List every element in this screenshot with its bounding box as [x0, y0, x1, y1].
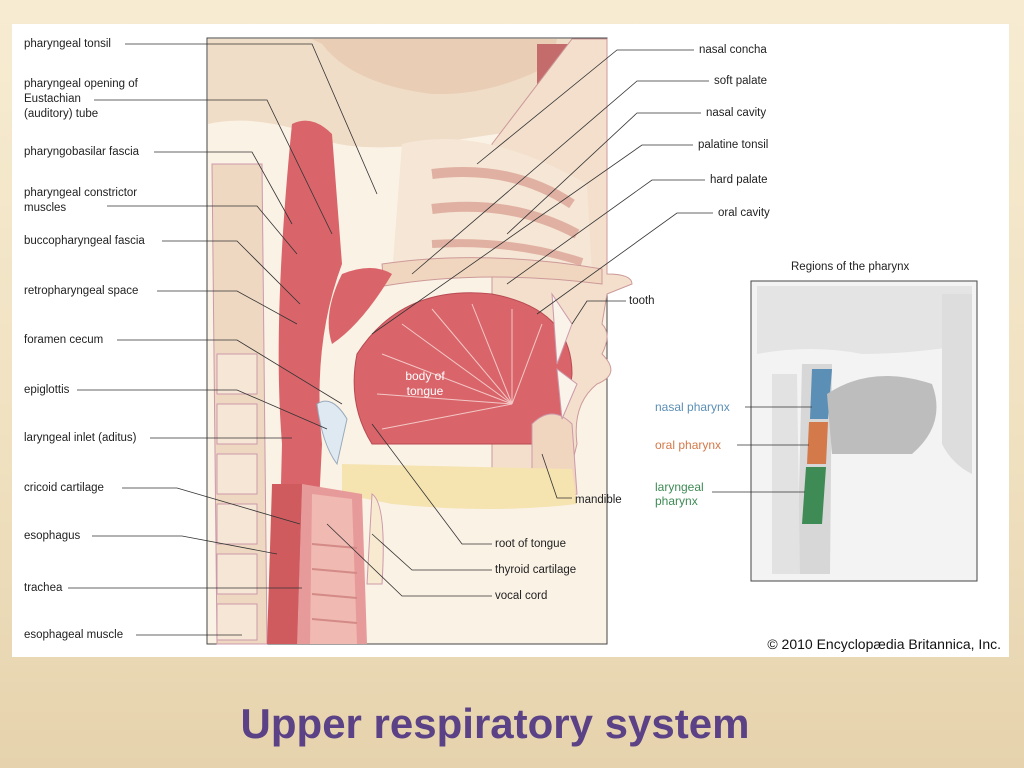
vertebrae: [216, 353, 258, 641]
label-eustachian-tube-opening: pharyngeal opening of Eustachian (audito…: [24, 78, 138, 120]
inset-title: Regions of the pharynx: [791, 261, 910, 273]
inset-tongue: [827, 376, 937, 454]
label-thyroid-cartilage: thyroid cartilage: [495, 564, 577, 576]
label-nasal-concha: nasal concha: [699, 44, 767, 56]
label-pharyngeal-tonsil: pharyngeal tonsil: [24, 38, 111, 50]
esophagus-tube: [267, 484, 302, 644]
label-oral-cavity: oral cavity: [718, 207, 770, 219]
inset-face: [942, 294, 972, 474]
brain-fold: [312, 39, 557, 95]
label-trachea: trachea: [24, 582, 63, 594]
label-buccopharyngeal-fascia: buccopharyngeal fascia: [24, 235, 145, 247]
label-cricoid-cartilage: cricoid cartilage: [24, 482, 104, 494]
trachea: [310, 494, 357, 644]
hyoid-region: [342, 464, 577, 509]
label-root-of-tongue: root of tongue: [495, 538, 566, 550]
inset-spine: [772, 374, 800, 574]
tongue-fibers: [376, 303, 543, 430]
inset-brain: [757, 286, 972, 354]
tooth-lower: [556, 367, 578, 420]
pharynx-illustration: [68, 37, 978, 645]
label-foramen-cecum: foramen cecum: [24, 334, 104, 346]
diagram-panel: pharyngeal tonsil pharyngeal opening of …: [12, 24, 1009, 657]
inset-oral-region: [807, 422, 828, 464]
epiglottis: [316, 400, 348, 466]
label-body-of-tongue: body of tongue: [405, 369, 445, 398]
label-esophagus: esophagus: [24, 530, 81, 542]
label-pharyngobasilar-fascia: pharyngobasilar fascia: [24, 146, 140, 158]
nasal-concha-1: [431, 167, 575, 209]
slide-title: Upper respiratory system: [240, 700, 750, 747]
hard-palate: [381, 257, 603, 287]
label-epiglottis: epiglottis: [24, 384, 70, 396]
label-pharyngeal-constrictor-muscles: pharyngeal constrictor muscles: [24, 187, 138, 214]
label-soft-palate: soft palate: [714, 75, 768, 87]
nasal-concha-2: [431, 201, 580, 239]
trachea-rings: [311, 543, 358, 624]
inset-laryngeal-region: [802, 467, 826, 524]
label-laryngeal-inlet: laryngeal inlet (aditus): [24, 432, 137, 444]
label-laryngeal-pharynx: laryngeal pharynx: [655, 480, 704, 508]
thyroid-cartilage: [366, 493, 384, 585]
soft-palate: [328, 268, 392, 344]
inset-nasal-region: [810, 369, 832, 419]
inset-leader-lines: [712, 406, 812, 493]
copyright-notice: © 2010 Encyclopædia Britannica, Inc.: [767, 636, 1001, 652]
leader-lines-left: [68, 43, 378, 636]
label-hard-palate: hard palate: [710, 174, 768, 186]
label-palatine-tonsil: palatine tonsil: [698, 139, 769, 151]
label-retropharyngeal-space: retropharyngeal space: [24, 285, 139, 297]
label-oral-pharynx: oral pharynx: [655, 438, 722, 452]
label-esophageal-muscle: esophageal muscle: [24, 629, 124, 641]
label-nasal-pharynx: nasal pharynx: [655, 400, 730, 414]
label-vocal-cord: vocal cord: [495, 590, 548, 602]
label-mandible: mandible: [575, 494, 622, 506]
label-tooth: tooth: [629, 295, 655, 307]
label-nasal-cavity: nasal cavity: [706, 107, 767, 119]
leader-lines-right: [326, 49, 713, 597]
tooth-upper: [551, 292, 573, 365]
nasal-concha-3: [431, 239, 584, 266]
